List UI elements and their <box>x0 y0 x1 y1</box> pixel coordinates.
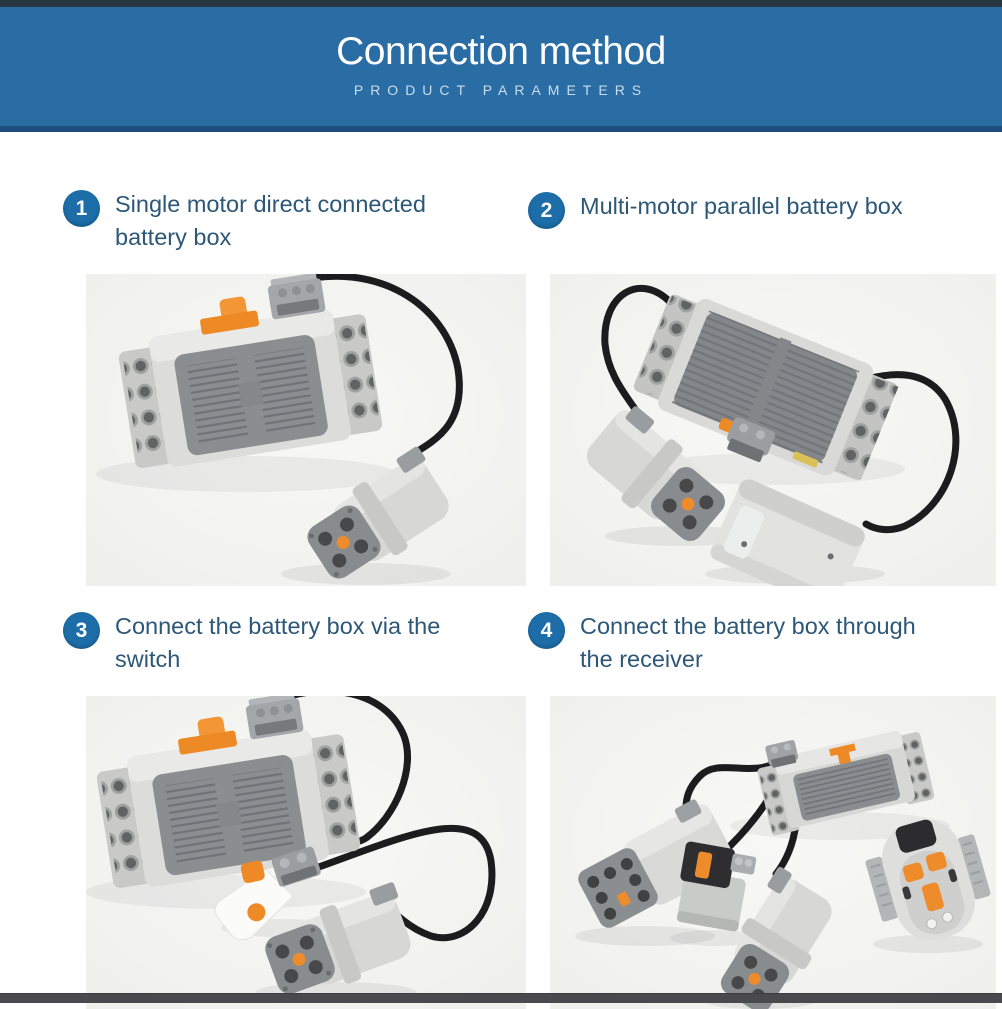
photo-battery-box-receiver-remote <box>550 696 996 1009</box>
wire-connector <box>765 740 799 768</box>
xl-motor <box>710 479 865 586</box>
page-title: Connection method <box>336 30 666 73</box>
photo-battery-box-switch-motor <box>86 696 526 1009</box>
panel-2-illustration <box>550 274 996 586</box>
panel-1-illustration <box>86 274 526 586</box>
panel-4-illustration <box>550 696 996 1009</box>
battery-box <box>118 274 383 468</box>
shadow <box>670 930 760 946</box>
step-4-number-badge: 4 <box>528 612 565 649</box>
wire-connector <box>674 799 702 823</box>
footer-bar <box>0 993 1002 1003</box>
step-2-label: Multi-motor parallel battery box <box>580 193 903 219</box>
ir-window <box>895 819 937 853</box>
step-1-heading: 1 Single motor direct connected battery … <box>63 188 467 254</box>
step-1-number-badge: 1 <box>63 190 100 227</box>
banner-top-edge <box>0 0 1002 7</box>
remote-button-left <box>902 862 924 883</box>
battery-box <box>757 731 935 836</box>
m-motor <box>586 406 725 541</box>
orange-switch <box>828 743 856 765</box>
shadow <box>281 563 451 585</box>
step-3-heading: 3 Connect the battery box via the switch <box>63 610 445 676</box>
receiver-channel-button <box>694 851 713 879</box>
wire-connector <box>727 417 776 462</box>
page-subtitle: PRODUCT PARAMETERS <box>353 82 649 98</box>
cable <box>312 824 496 942</box>
photo-battery-box-single-motor <box>86 274 526 586</box>
step-2-heading: 2 Multi-motor parallel battery box <box>528 190 1000 229</box>
photo-battery-box-two-motors <box>550 274 996 586</box>
header-banner: Connection method PRODUCT PARAMETERS <box>0 0 1002 132</box>
cable <box>682 754 787 812</box>
panel-3-illustration <box>86 696 526 1009</box>
step-1-label: Single motor direct connected battery bo… <box>115 191 426 250</box>
battery-box <box>633 294 899 480</box>
ir-remote-control <box>865 819 991 941</box>
cable <box>290 274 463 458</box>
step-3-number-badge: 3 <box>63 612 100 649</box>
ir-receiver <box>677 841 757 932</box>
wire-connector <box>396 446 426 473</box>
step-3-label: Connect the battery box via the switch <box>115 613 441 672</box>
wire-connector <box>271 846 321 887</box>
m-motor <box>265 882 411 994</box>
wire-connector <box>245 696 304 740</box>
wire-connector <box>767 866 792 894</box>
remote-channel-switch <box>921 882 944 912</box>
step-2-number-badge: 2 <box>528 192 565 229</box>
pole-reverser-switch <box>214 846 321 941</box>
m-motor <box>307 446 449 579</box>
step-4-label: Connect the battery box through the rece… <box>580 613 916 672</box>
remote-button-right <box>925 851 947 872</box>
shadow <box>873 935 983 953</box>
banner-bottom-edge <box>0 126 1002 132</box>
step-4-heading: 4 Connect the battery box through the re… <box>528 610 950 676</box>
battery-box <box>96 696 361 888</box>
wire-connector <box>625 406 655 434</box>
shadow <box>575 926 715 946</box>
wire-connector <box>369 882 399 906</box>
wire-connector <box>267 274 326 320</box>
